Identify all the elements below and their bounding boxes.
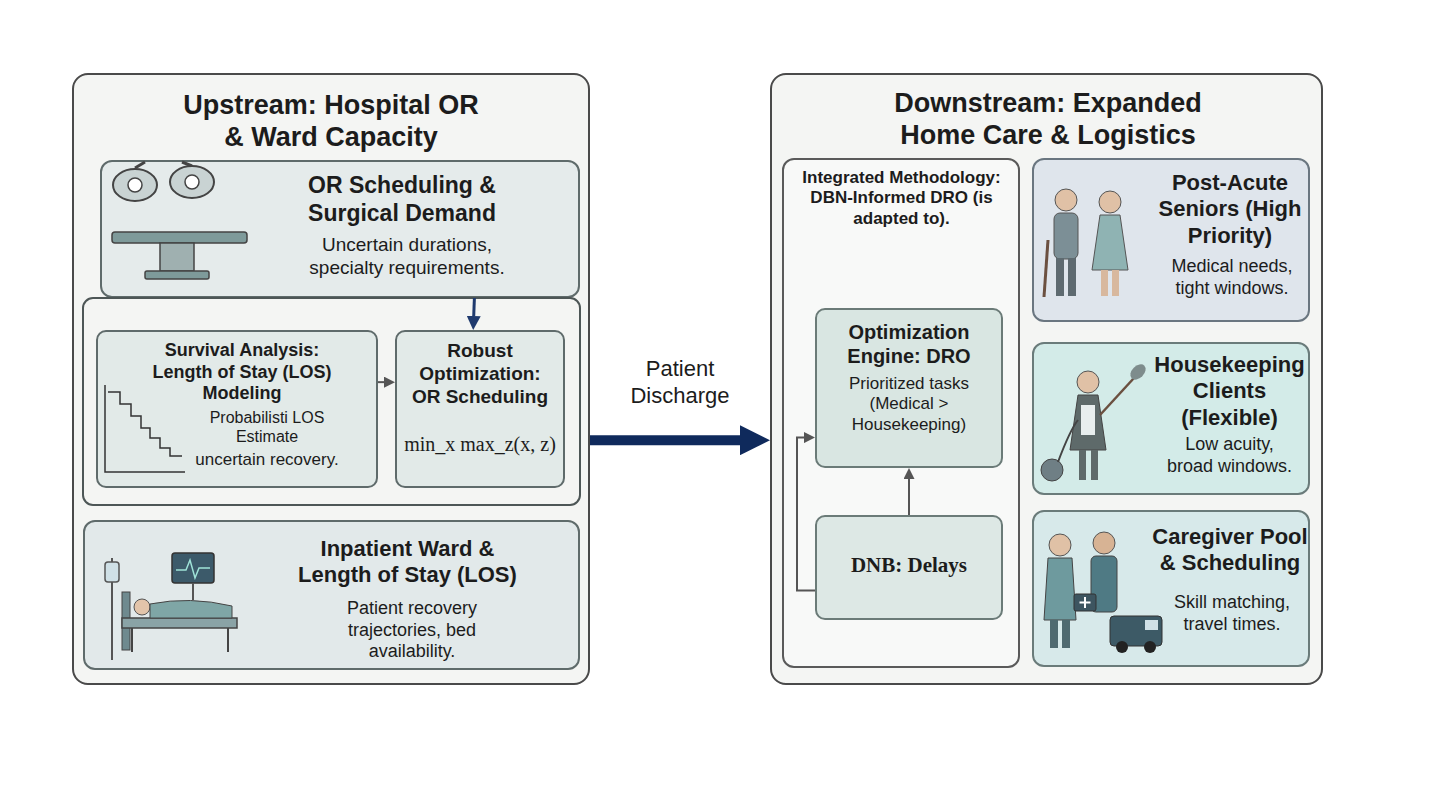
panel-box: Upstream: Hospital OR & Ward CapacityOR …: [72, 73, 590, 685]
box-heading: Robust Optimization: OR Scheduling: [405, 340, 555, 408]
formula: min_x max_z(x, z): [400, 432, 560, 456]
box-heading: OR Scheduling & Surgical Demand: [272, 172, 532, 227]
box-heading: Survival Analysis: Length of Stay (LOS) …: [137, 340, 347, 405]
box-body: Skill matching, travel times.: [1162, 592, 1302, 635]
box-heading: Optimization Engine: DRO: [824, 320, 994, 368]
process-box: Robust Optimization: OR Scheduling min_x …: [395, 330, 565, 488]
process-box: DNB: Delays: [815, 515, 1003, 620]
process-box: Optimization Engine: DRO Prioritized task…: [815, 308, 1003, 468]
process-box: Survival Analysis: Length of Stay (LOS) …: [96, 330, 378, 488]
category-box: Housekeeping Clients (Flexible)Low acuit…: [1032, 342, 1310, 495]
box-heading: Housekeeping Clients (Flexible): [1152, 352, 1307, 431]
box-body: Medical needs, tight windows.: [1158, 256, 1306, 299]
box-heading: Integrated Methodology: DBN-Informed DRO…: [799, 168, 1004, 229]
box-body: Low acuity, broad windows.: [1162, 434, 1297, 477]
edge-label: Patient Discharge: [618, 356, 742, 409]
box-body: Patient recovery trajectories, bed avail…: [312, 598, 512, 663]
group-frame: [83, 298, 580, 505]
box-heading: Inpatient Ward & Length of Stay (LOS): [290, 536, 525, 589]
category-box: Post-Acute Seniors (High Priority) Medica…: [1032, 158, 1310, 322]
box-body: uncertain recovery.: [172, 450, 362, 470]
category-box: Caregiver Pool & SchedulingSkill matchin…: [1032, 510, 1310, 667]
connector-arrow: [590, 435, 740, 445]
panel-box: Downstream: Expanded Home Care & Logisti…: [770, 73, 1323, 685]
panel-title: Downstream: Expanded Home Care & Logisti…: [883, 87, 1213, 152]
process-box: OR Scheduling & Surgical DemandUncertain…: [100, 160, 580, 298]
panel-title: Upstream: Hospital OR & Ward Capacity: [171, 89, 491, 154]
box-heading: Post-Acute Seniors (High Priority): [1154, 170, 1306, 249]
box-body: Prioritized tasks (Medical > Housekeepin…: [834, 374, 984, 435]
group-box: Integrated Methodology: DBN-Informed DRO…: [782, 158, 1020, 668]
box-heading: Caregiver Pool & Scheduling: [1150, 524, 1310, 577]
process-box: Inpatient Ward & Length of Stay (LOS) Pat…: [83, 520, 580, 670]
box-body: Uncertain durations, specialty requireme…: [287, 234, 527, 280]
box-heading: DNB: Delays: [821, 553, 997, 578]
box-body: Probabilisti LOS Estimate: [192, 408, 342, 446]
